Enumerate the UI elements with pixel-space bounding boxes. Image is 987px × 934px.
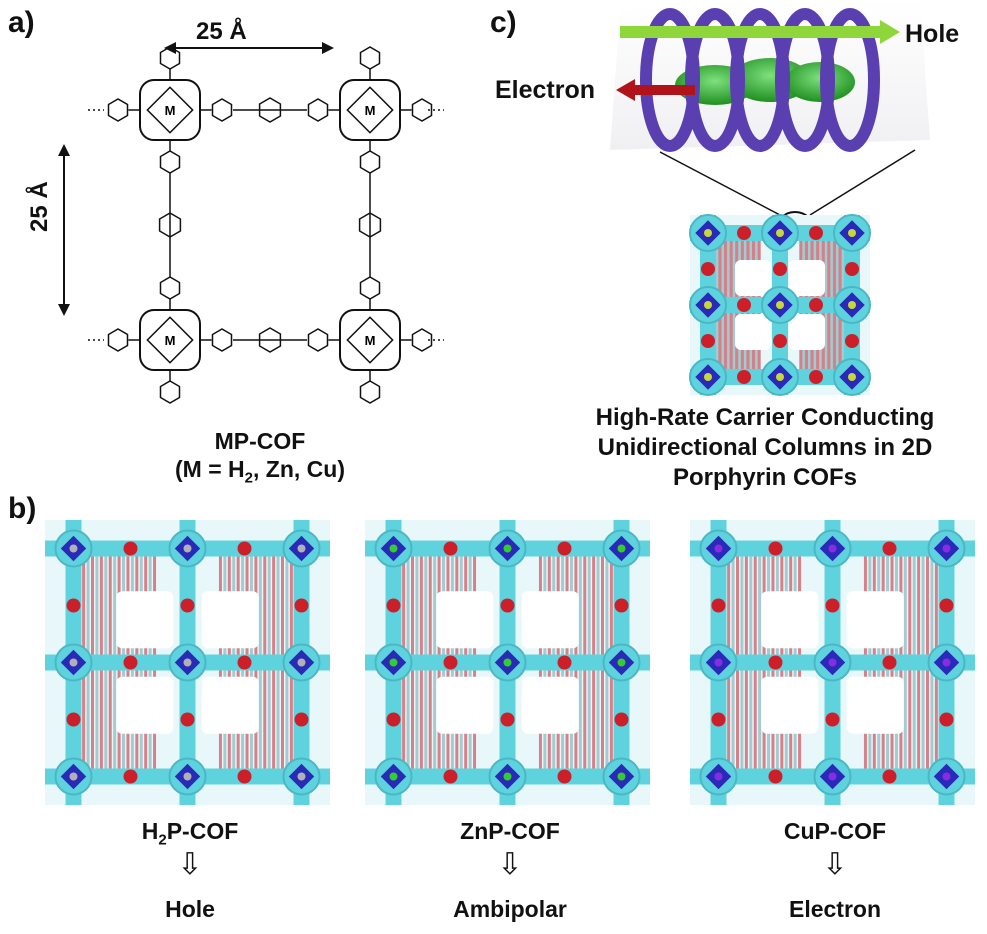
electron-label: Electron <box>495 76 596 104</box>
hole-label: Hole <box>905 20 960 48</box>
svg-text:M: M <box>165 333 176 348</box>
caption-line-1: High-Rate Carrier Conducting <box>595 404 935 431</box>
mp-cof-title: MP-COF <box>214 428 306 454</box>
dimension-arrow-horizontal <box>164 42 334 54</box>
electron-arrow <box>616 79 695 101</box>
mp-cof-subtitle: (M = H2, Zn, Cu) <box>120 456 400 487</box>
porphyrin-ring: M <box>107 276 233 404</box>
svg-text:M: M <box>365 333 376 348</box>
cof-result-h2p: Hole <box>165 896 215 922</box>
cof-name-znp: ZnP-COF <box>460 818 560 844</box>
cof-name-cup: CuP-COF <box>783 818 887 844</box>
dimension-arrow-vertical <box>58 144 70 316</box>
panel-c-label: c) <box>490 6 517 39</box>
cof-name-suffix: P-COF <box>166 818 239 844</box>
porphyrin-ring: M <box>307 276 433 404</box>
svg-text:M: M <box>165 103 176 118</box>
cof-result-cup: Electron <box>788 896 882 922</box>
vertical-linker <box>358 173 382 277</box>
cof-models-row <box>45 520 975 805</box>
cof-name-prefix: H <box>141 818 159 844</box>
horizontal-linker <box>233 327 307 353</box>
down-arrow-icon: ⇩ <box>177 848 203 881</box>
cof-name-sub: 2 <box>158 831 167 849</box>
cof-model-h2p <box>45 520 330 805</box>
hole-arrow <box>620 20 900 44</box>
svg-text:M: M <box>365 103 376 118</box>
small-cof-model <box>689 214 871 396</box>
cof-model-cup <box>690 520 975 805</box>
cof-name-h2p: H2P-COF <box>95 818 285 849</box>
helix-coils <box>640 8 880 152</box>
mp-cof-structure: M M M M <box>58 42 444 404</box>
cof-result-znp: Ambipolar <box>453 896 567 922</box>
helix-coil <box>820 8 880 152</box>
subtitle-subscript: 2 <box>244 469 253 487</box>
subtitle-prefix: (M = H <box>175 456 245 482</box>
vertical-linker <box>158 173 182 277</box>
cof-model-znp <box>365 520 650 805</box>
down-arrow-icon: ⇩ <box>822 848 848 881</box>
dimension-label-vertical: 25 Å <box>26 181 53 232</box>
boronate-linkers <box>88 97 444 353</box>
porphyrin-ring: M <box>107 46 233 174</box>
porphyrin-units: M M M M <box>107 46 433 404</box>
dimension-label-horizontal: 25 Å <box>196 18 247 45</box>
helix-illustration <box>610 0 930 396</box>
subtitle-suffix: , Zn, Cu) <box>253 456 345 482</box>
horizontal-linker <box>233 97 307 123</box>
panel-b-label: b) <box>8 492 37 525</box>
caption-line-2: Unidirectional Columns in 2D <box>597 434 933 461</box>
porphyrin-ring: M <box>307 46 433 174</box>
panel-c-caption: High-Rate Carrier Conducting Unidirectio… <box>545 403 985 493</box>
panel-a-label: a) <box>8 6 35 39</box>
caption-line-3: Porphyrin COFs <box>672 464 858 491</box>
down-arrow-icon: ⇩ <box>497 848 523 881</box>
